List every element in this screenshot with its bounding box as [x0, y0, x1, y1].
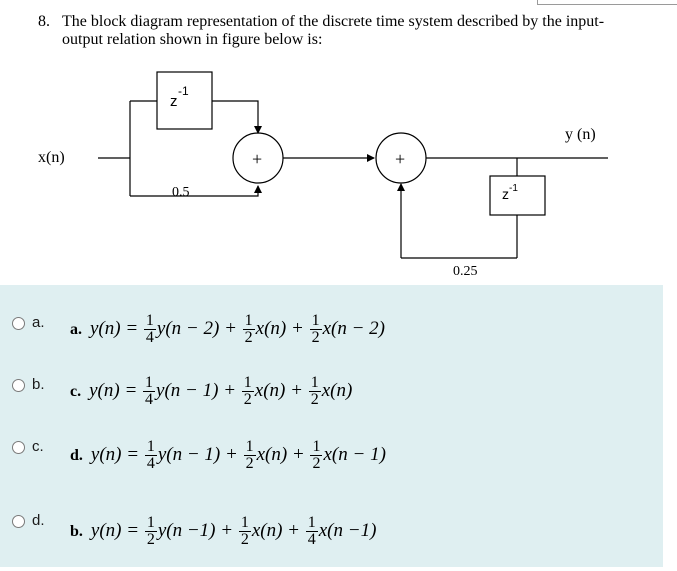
- option-d-term3: x(n −1): [318, 519, 377, 541]
- input-label: x(n): [38, 149, 65, 166]
- delay1-box: [156, 71, 213, 130]
- option-d-radio[interactable]: [12, 515, 25, 528]
- option-a-term1: y(n − 2) +: [156, 317, 237, 339]
- delay1-to-adder1: [212, 100, 262, 134]
- frac-den: 2: [144, 531, 157, 548]
- frac-den: 4: [143, 391, 156, 408]
- option-c-term3: x(n − 1): [323, 443, 386, 465]
- option-c-tag: d.: [70, 446, 83, 464]
- option-d-lhs: y(n) =: [90, 519, 140, 541]
- block-diagram: x(n) y (n) z -1 z -1 0.5 0.25 + +: [38, 71, 608, 279]
- delay1-exp: -1: [178, 84, 189, 98]
- option-b-tag: c.: [70, 382, 82, 400]
- question-line-1: The block diagram representation of the …: [62, 13, 605, 30]
- frac-num: 1: [307, 514, 316, 531]
- frac-num: 1: [312, 438, 321, 455]
- frac-num: 1: [244, 312, 253, 329]
- adder2-circle: [375, 132, 427, 184]
- frac-num: 1: [243, 374, 252, 391]
- option-b-term1: y(n − 1) +: [156, 379, 237, 401]
- delay2-exp: -1: [509, 183, 518, 194]
- frac-num: 1: [145, 374, 154, 391]
- question-number: 8.: [38, 13, 50, 30]
- option-d-term1: y(n −1) +: [157, 519, 234, 541]
- frac-num: 1: [240, 514, 249, 531]
- question-body: The block diagram representation of the …: [62, 13, 658, 49]
- adder1-sign: +: [252, 149, 262, 169]
- frac-num: 1: [146, 438, 155, 455]
- frac-num: 1: [310, 374, 319, 391]
- option-d-letter: d.: [32, 512, 45, 529]
- frac-den: 2: [310, 455, 323, 472]
- option-c-term2: x(n) +: [256, 443, 305, 465]
- adder1-circle: [232, 132, 284, 184]
- option-c-radio[interactable]: [12, 441, 25, 454]
- option-b-lhs: y(n) =: [89, 379, 138, 401]
- delay2-z: z: [502, 186, 509, 202]
- frac-den: 2: [243, 455, 256, 472]
- frac-num: 1: [145, 312, 154, 329]
- option-c-term1: y(n − 1) +: [157, 443, 238, 465]
- top-divider: [537, 0, 677, 5]
- adder2-sign: +: [395, 149, 405, 169]
- option-a-term3: x(n − 2): [322, 317, 385, 339]
- option-a-radio[interactable]: [12, 317, 25, 330]
- option-a-lhs: y(n) =: [90, 317, 139, 339]
- gain1-label: 0.5: [172, 185, 190, 200]
- frac-den: 2: [308, 391, 321, 408]
- frac-num: 1: [245, 438, 254, 455]
- option-d-tag: b.: [70, 522, 83, 540]
- option-c-lhs: y(n) =: [90, 443, 140, 465]
- option-a-letter: a.: [32, 314, 45, 331]
- option-b-term2: x(n) +: [254, 379, 303, 401]
- frac-den: 4: [143, 329, 156, 346]
- option-a-tag: a.: [70, 320, 82, 338]
- frac-den: 4: [144, 455, 157, 472]
- delay2-box: [489, 175, 546, 216]
- option-b-radio[interactable]: [12, 379, 25, 392]
- frac-den: 2: [241, 391, 254, 408]
- gain1-path: [130, 185, 262, 197]
- option-a-term2: x(n) +: [255, 317, 304, 339]
- frac-den: 2: [309, 329, 322, 346]
- frac-den: 2: [242, 329, 255, 346]
- frac-num: 1: [146, 514, 155, 531]
- option-b-letter: b.: [32, 376, 45, 393]
- question-line-2: output relation shown in figure below is…: [62, 31, 323, 48]
- frac-den: 4: [305, 531, 318, 548]
- output-label: y (n): [565, 126, 596, 143]
- option-d-term2: x(n) +: [251, 519, 300, 541]
- frac-num: 1: [311, 312, 320, 329]
- question-panel: 8. The block diagram representation of t…: [0, 0, 677, 285]
- delay1-z: z: [170, 93, 178, 110]
- option-b-term3: x(n): [321, 379, 353, 401]
- gain2-label: 0.25: [453, 264, 478, 279]
- frac-den: 2: [238, 531, 251, 548]
- option-c-letter: c.: [32, 438, 44, 455]
